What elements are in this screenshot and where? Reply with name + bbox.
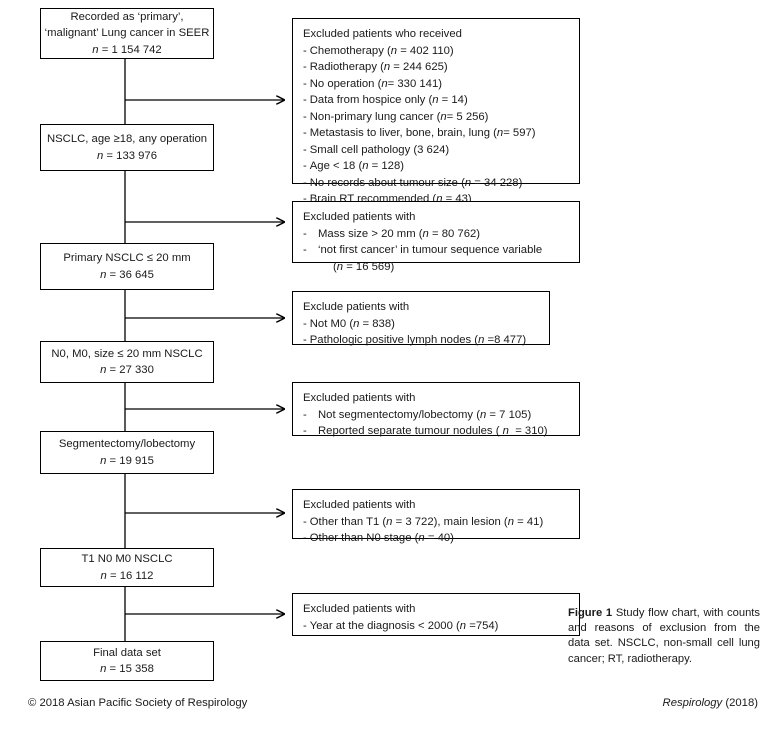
exclusion-item: -Reported separate tumour nodules ( n = … xyxy=(303,425,548,438)
exclusion-item: -Metastasis to liver, bone, brain, lung … xyxy=(303,127,536,140)
exclusion-item: -Non-primary lung cancer (n= 5 256) xyxy=(303,110,489,123)
flow-node-count: n = 19 915 xyxy=(100,454,154,467)
exclusion-item: -Radiotherapy (n = 244 625) xyxy=(303,61,448,74)
flow-node-nsclc-any-operation: NSCLC, age ≥18, any operation n = 133 97… xyxy=(40,124,214,171)
flow-node-count: n = 1 154 742 xyxy=(92,43,162,56)
exclusion-item: -Pathologic positive lymph nodes (n =8 4… xyxy=(303,334,527,347)
exclusion-item: -Age < 18 (n = 128) xyxy=(303,160,405,173)
figure-caption-text: Study flow chart, with counts and reason… xyxy=(568,607,761,665)
exclusion-list: -Not M0 (n = 838) -Pathologic positive l… xyxy=(303,316,540,349)
exclusion-item: -No operation (n= 330 141) xyxy=(303,77,442,90)
journal-name: Respirology xyxy=(662,697,723,709)
exclusion-item: -Other than N0 stage (n = 40) xyxy=(303,532,454,545)
flow-node-final-data-set: Final data set n = 15 358 xyxy=(40,641,214,681)
exclusion-item: -Not M0 (n = 838) xyxy=(303,317,395,330)
flow-node-count: n = 27 330 xyxy=(100,364,154,376)
flow-node-line: NSCLC, age ≥18, any operation xyxy=(46,133,208,146)
flow-node-line: ‘malignant’ Lung cancer in SEER xyxy=(44,27,210,40)
journal-citation: Respirology (2018) xyxy=(663,697,758,709)
exclusion-title: Excluded patients with xyxy=(303,603,416,615)
figure-caption: Figure 1 Study flow chart, with counts a… xyxy=(568,606,760,667)
journal-year: (2018) xyxy=(722,697,758,709)
exclusion-list: -Year at the diagnosis < 2000 (n =754) xyxy=(303,618,570,635)
exclusion-box-stage-nodes: Exclude patients with -Not M0 (n = 838) … xyxy=(292,291,550,346)
exclusion-item: -Chemotherapy (n = 402 110) xyxy=(303,44,454,57)
flow-node-t1-n0-m0-nsclc: T1 N0 M0 NSCLC n = 16 112 xyxy=(40,548,214,587)
copyright-notice: © 2018 Asian Pacific Society of Respirol… xyxy=(28,697,248,709)
flow-node-segmentectomy-lobectomy: Segmentectomy/lobectomy n = 19 915 xyxy=(40,431,214,474)
exclusion-list: -Chemotherapy (n = 402 110) -Radiotherap… xyxy=(303,43,570,208)
exclusion-list: -Mass size > 20 mm (n = 80 762) -‘not fi… xyxy=(303,226,570,276)
flow-node-line: T1 N0 M0 NSCLC xyxy=(81,553,173,566)
flow-node-line: N0, M0, size ≤ 20 mm NSCLC xyxy=(51,347,203,360)
exclusion-item: -Not segmentectomy/lobectomy (n = 7 105) xyxy=(303,408,532,421)
figure-caption-label: Figure 1 xyxy=(568,607,613,619)
exclusion-box-tnm: Excluded patients with -Other than T1 (n… xyxy=(292,489,580,544)
exclusion-item: -Small cell pathology (3 624) xyxy=(303,143,450,156)
exclusion-title: Exclude patients with xyxy=(303,301,410,313)
exclusion-item: -Other than T1 (n = 3 722), main lesion … xyxy=(303,515,544,528)
exclusion-list: -Not segmentectomy/lobectomy (n = 7 105)… xyxy=(303,407,570,440)
exclusion-box-year: Excluded patients with -Year at the diag… xyxy=(292,593,580,636)
flow-node-count: n = 16 112 xyxy=(100,569,154,582)
exclusion-item: -Year at the diagnosis < 2000 (n =754) xyxy=(303,619,499,632)
exclusion-box-size-sequence: Excluded patients with -Mass size > 20 m… xyxy=(292,201,580,273)
flow-node-line: Recorded as ‘primary’, xyxy=(70,11,184,24)
flow-node-primary-nsclc-20mm: Primary NSCLC ≤ 20 mm n = 36 645 xyxy=(40,243,214,290)
flow-node-n0-m0-20mm-nsclc: N0, M0, size ≤ 20 mm NSCLC n = 27 330 xyxy=(40,341,214,383)
exclusion-item: -Mass size > 20 mm (n = 80 762) xyxy=(303,227,481,240)
flow-node-count: n = 36 645 xyxy=(100,268,154,281)
exclusion-title: Excluded patients with xyxy=(303,499,416,511)
exclusion-box-surgery-type: Excluded patients with -Not segmentectom… xyxy=(292,382,580,437)
flow-node-count: n = 133 976 xyxy=(96,149,157,162)
flow-node-seer-cohort: Recorded as ‘primary’, ‘malignant’ Lung … xyxy=(40,8,214,59)
exclusion-title: Excluded patients with xyxy=(303,392,416,404)
exclusion-list: -Other than T1 (n = 3 722), main lesion … xyxy=(303,514,570,547)
exclusion-title: Excluded patients who received xyxy=(303,28,462,40)
exclusion-item: -No records about tumour size (n = 34 22… xyxy=(303,176,523,189)
flow-node-line: Final data set xyxy=(93,646,161,659)
exclusion-item: -‘not first cancer’ in tumour sequence v… xyxy=(303,244,543,273)
flow-node-line: Segmentectomy/lobectomy xyxy=(58,438,196,451)
exclusion-box-treatment: Excluded patients who received -Chemothe… xyxy=(292,18,580,205)
exclusion-title: Excluded patients with xyxy=(303,211,416,223)
exclusion-item: -Data from hospice only (n = 14) xyxy=(303,94,468,107)
flow-node-count: n = 15 358 xyxy=(100,663,154,675)
flow-node-line: Primary NSCLC ≤ 20 mm xyxy=(63,252,191,265)
